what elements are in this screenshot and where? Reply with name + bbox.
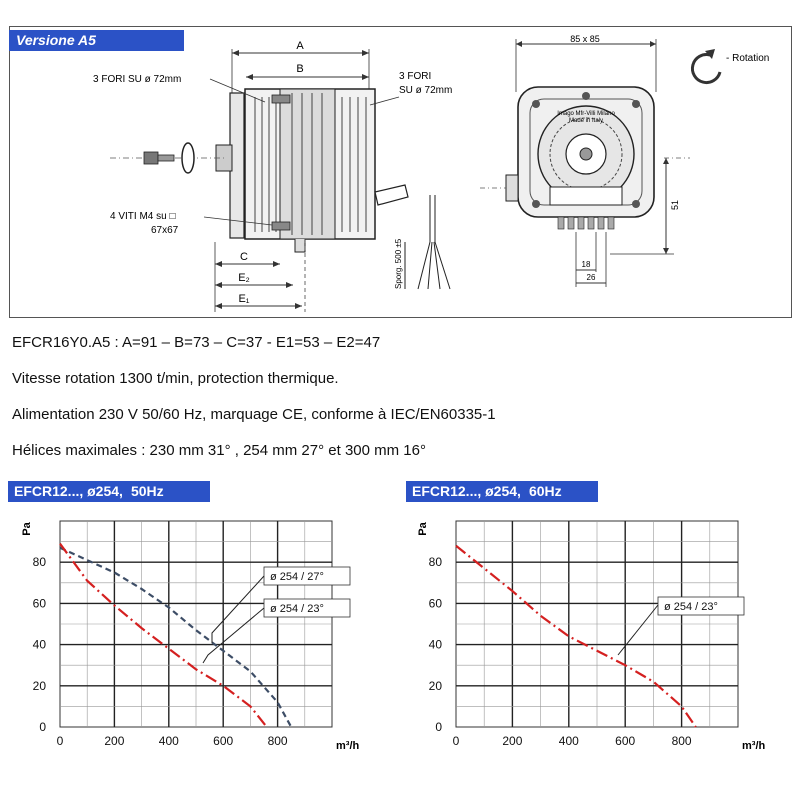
x-tick-label: 600	[615, 734, 635, 748]
series-line	[455, 544, 697, 728]
y-axis-label: Pa	[21, 521, 33, 535]
x-tick-label: 0	[453, 734, 460, 748]
y-tick-label: 80	[33, 555, 47, 569]
x-tick-label: 0	[57, 734, 64, 748]
rotation-speed-line: Vitesse rotation 1300 t/min, protection …	[12, 370, 339, 387]
y-tick-label: 60	[429, 596, 443, 610]
y-tick-label: 40	[429, 638, 443, 652]
y-tick-label: 20	[429, 679, 443, 693]
rotation-arrow-icon	[691, 49, 722, 85]
annotation-label: ø 254 / 23°	[664, 601, 718, 613]
holes-left-label: 3 FORI SU ø 72mm	[93, 74, 181, 85]
screws-line2: 67x67	[151, 225, 179, 236]
pressure-flow-chart-50hz: 0 200 400 600 800 0 20 40 60 80 Pa m³/h ø 254 / 27° ø…	[21, 520, 360, 752]
y-tick-label: 0	[39, 720, 46, 734]
dim-18-label: 18	[582, 260, 591, 269]
x-tick-label: 800	[672, 734, 692, 748]
holes-right-line2: SU ø 72mm	[399, 85, 452, 96]
dim-e1-label: E₁	[238, 293, 249, 305]
dim-26-label: 26	[587, 273, 596, 282]
model-dimensions-line: EFCR16Y0.A5 : A=91 – B=73 – C=37 - E1=53…	[12, 334, 381, 351]
x-tick-label: 200	[104, 734, 124, 748]
dim-c-label: C	[240, 251, 248, 263]
x-axis-label: m³/h	[742, 740, 766, 752]
technical-drawing-panel: A B 3 FORI SU ø 72	[9, 26, 792, 318]
size-label: 85 x 85	[570, 34, 600, 44]
plate-line2: Made in Italy	[569, 118, 603, 124]
spec-label: Sporg. 500 ±5	[394, 238, 403, 289]
rotation-label: - Rotation	[726, 53, 769, 64]
x-axis-label: m³/h	[336, 740, 360, 752]
annotation-label: ø 254 / 27°	[270, 571, 324, 583]
annotation-leader	[617, 604, 659, 656]
max-propellers-line: Hélices maximales : 230 mm 31° , 254 mm …	[12, 442, 426, 459]
dim-b-label: B	[296, 63, 303, 75]
chart-header-model: EFCR12..., ø254,	[412, 483, 521, 499]
power-supply-line: Alimentation 230 V 50/60 Hz, marquage CE…	[12, 406, 496, 423]
chart-header-freq: 60Hz	[528, 483, 562, 499]
annotation-leader	[202, 607, 265, 664]
x-tick-label: 400	[159, 734, 179, 748]
screws-line1: 4 VITI M4 su □	[110, 211, 176, 222]
y-tick-label: 0	[435, 720, 442, 734]
x-tick-label: 800	[268, 734, 288, 748]
x-tick-label: 600	[213, 734, 233, 748]
dim-51-label: 51	[670, 200, 680, 210]
y-tick-label: 80	[429, 555, 443, 569]
holes-right-line1: 3 FORI	[399, 71, 431, 82]
version-tab: Versione A5	[9, 30, 184, 51]
y-tick-label: 60	[33, 596, 47, 610]
annotation-box	[657, 596, 745, 616]
x-tick-label: 200	[502, 734, 522, 748]
y-tick-label: 20	[33, 679, 47, 693]
chart-header-model: EFCR12..., ø254,	[14, 483, 123, 499]
dim-e2-label: E₂	[238, 272, 250, 284]
chart-header-50hz: EFCR12..., ø254, 50Hz	[8, 481, 210, 502]
motor-drawing: A B 3 FORI SU ø 72	[93, 34, 769, 312]
pressure-flow-chart-60hz: 0 200 400 600 800 0 20 40 60 80 Pa m³/h ø 254 / 23°	[417, 520, 766, 752]
plate-line1: Imago Mfr-Villi Milano	[557, 111, 615, 117]
x-tick-label: 400	[559, 734, 579, 748]
dim-a-label: A	[296, 40, 304, 52]
series-line	[59, 546, 293, 728]
annotation-leader	[211, 575, 265, 643]
chart-header-freq: 50Hz	[130, 483, 164, 499]
chart-header-60hz: EFCR12..., ø254, 60Hz	[406, 481, 598, 502]
y-tick-label: 40	[33, 638, 47, 652]
y-axis-label: Pa	[417, 521, 429, 535]
annotation-label: ø 254 / 23°	[270, 603, 324, 615]
